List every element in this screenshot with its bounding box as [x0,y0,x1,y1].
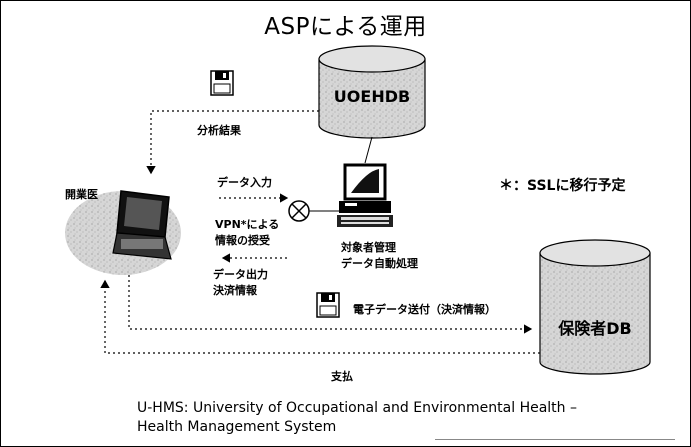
target-mgmt-label-1: 対象者管理 [341,241,396,254]
footer-rule [435,439,675,440]
floppy-disk-icon-2 [316,292,340,318]
analysis-result-arrow [146,110,319,175]
data-input-label: データ入力 [217,176,272,189]
data-output-label-1: データ出力 [213,268,268,281]
insurer-db-label: 保険者DB [558,319,632,338]
slide-title: ASPによる運用 [264,14,427,40]
footer-line-1: U-HMS: University of Occupational and En… [137,400,577,416]
insurer-db-cylinder [539,239,651,375]
electronic-send-label: 電子データ送付（決済情報） [353,303,496,316]
footer-caption: U-HMS: University of Occupational and En… [137,399,577,437]
floppy-disk-icon [210,70,234,96]
vpn-exchange-label-2: 情報の授受 [215,234,270,247]
clinic-label: 開業医 [65,188,98,201]
payment-label: 支払 [331,370,353,383]
vpn-junction-icon [288,200,310,222]
target-mgmt-label-2: データ自動処理 [341,257,418,270]
footer-line-2: Health Management System [137,419,337,435]
ssl-note: ＊：SSLに移行予定 [499,178,626,194]
vpn-exchange-label-1: VPN*による [215,218,280,231]
computer-workstation-icon [337,163,393,227]
data-output-label-2: 決済情報 [213,284,257,297]
db-to-workstation-line [364,136,373,164]
analysis-result-label: 分析結果 [197,124,241,137]
uoehdb-label: UOEHDB [333,87,411,106]
electronic-send-arrow [128,275,533,334]
uoehdb-cylinder [318,45,426,139]
laptop-icon [65,190,181,275]
payment-arrow [100,279,540,354]
